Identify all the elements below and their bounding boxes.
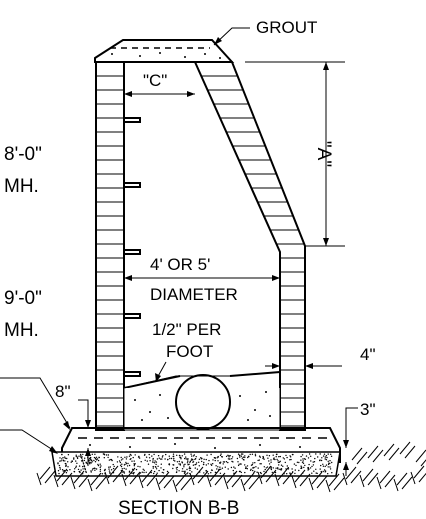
dim-a-label: "A" [313, 141, 334, 167]
gravel-bedding [51, 451, 341, 477]
left-leader-lines [0, 377, 71, 454]
bench-invert [123, 371, 281, 431]
dim-8in: 8" [55, 382, 91, 466]
slope-rate: 1/2" PER [152, 320, 221, 339]
manhole-steps [124, 117, 141, 377]
dim-4in-label: 4" [360, 345, 376, 364]
grout-leader: GROUT [213, 18, 317, 46]
section-title: SECTION B-B [118, 498, 239, 519]
mh8-size: 8'-0" [4, 144, 42, 165]
grout-cap [94, 39, 235, 63]
slope-unit: FOOT [166, 342, 213, 361]
grout-label: GROUT [256, 18, 317, 37]
dim-3in: 3" [343, 400, 376, 476]
slope-note: 1/2" PER FOOT [150, 318, 258, 382]
dim-4in: 4" [265, 345, 376, 369]
mh9-size: 9'-0" [4, 288, 42, 309]
dim-c: "C" [124, 71, 195, 97]
earth-hatching [36, 441, 426, 493]
right-cone-wall [193, 61, 306, 431]
diameter-word: DIAMETER [150, 285, 238, 304]
mh8-unit: MH. [4, 176, 39, 197]
dim-8in-label: 8" [55, 382, 71, 401]
diameter-value: 4' OR 5' [150, 255, 210, 274]
dim-c-label: "C" [143, 71, 167, 90]
dim-3in-label: 3" [360, 400, 376, 419]
mh9-unit: MH. [4, 320, 39, 341]
left-brick-wall [95, 61, 125, 431]
dim-a: "A" [245, 61, 345, 247]
dim-diameter: 4' OR 5' DIAMETER [124, 255, 280, 304]
